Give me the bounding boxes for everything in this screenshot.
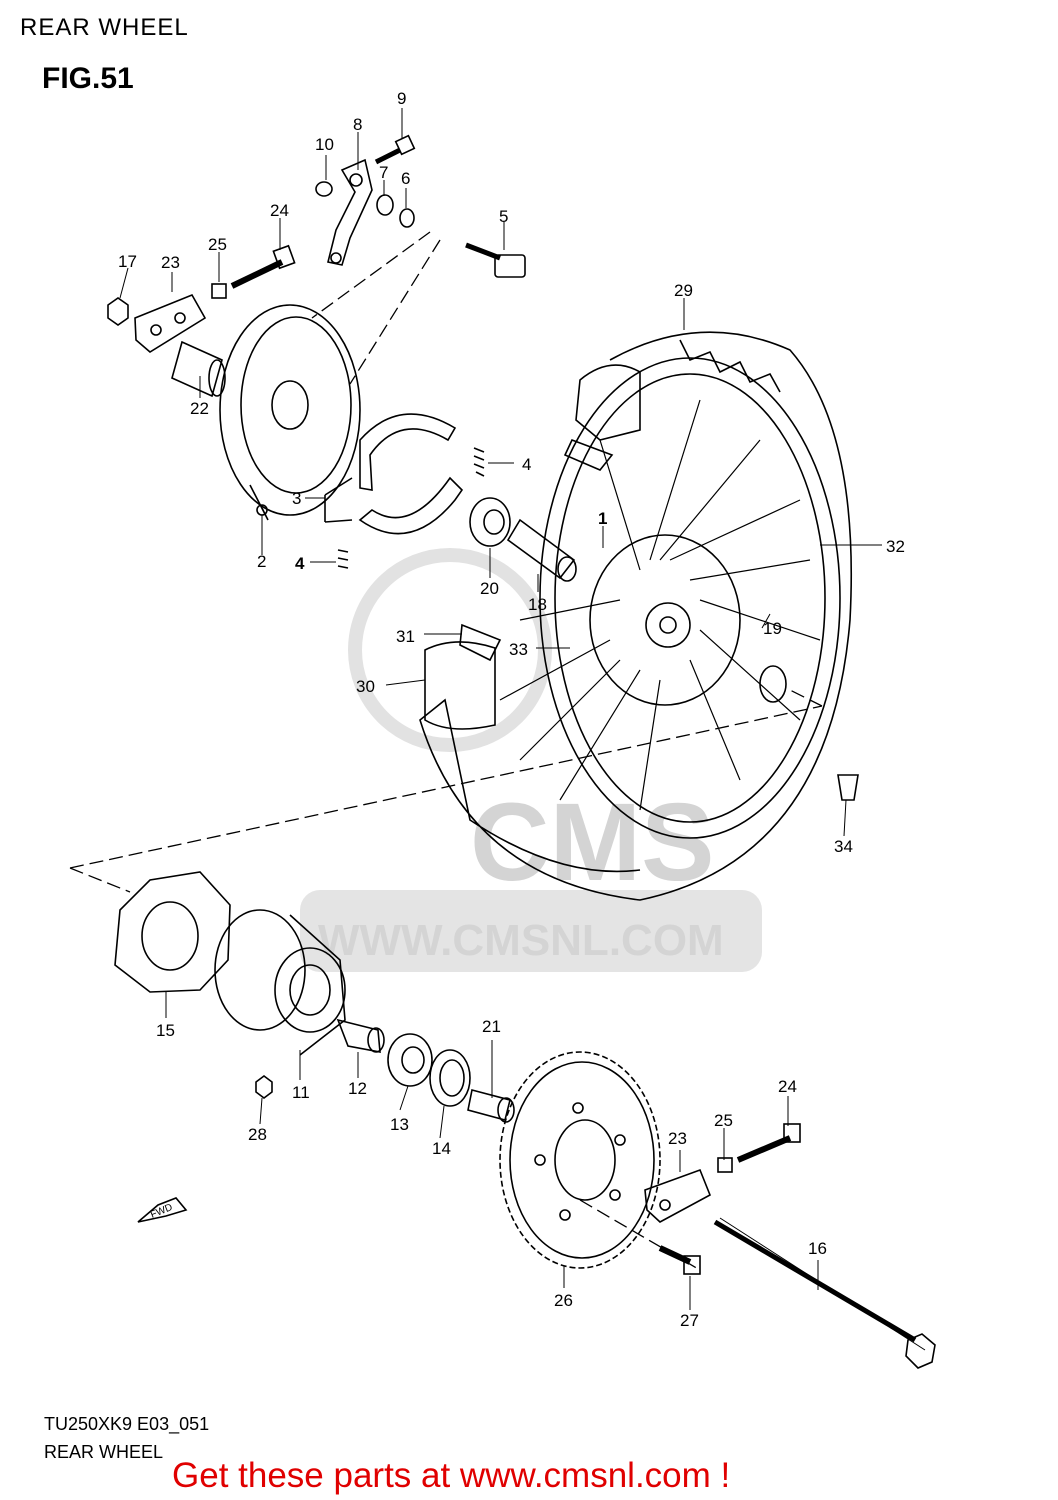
callout-31: 31 bbox=[396, 627, 415, 646]
assembly-lines bbox=[69, 231, 823, 1271]
callout-24b: 24 bbox=[778, 1077, 797, 1096]
adjuster-nut bbox=[717, 1157, 733, 1173]
callout-4a: 4 bbox=[522, 455, 531, 474]
rear-sprocket bbox=[499, 1051, 661, 1269]
torque-nut bbox=[107, 297, 129, 326]
callout-21: 21 bbox=[482, 1017, 501, 1036]
rim-protector bbox=[424, 623, 502, 730]
spring-upper bbox=[473, 447, 485, 477]
spacer-sleeve bbox=[171, 340, 226, 398]
callout-30: 30 bbox=[356, 677, 375, 696]
wheel-damper bbox=[114, 871, 231, 993]
callout-18: 18 bbox=[528, 595, 547, 614]
callout-29: 29 bbox=[674, 281, 693, 300]
brake-shoes bbox=[324, 413, 464, 535]
callout-34: 34 bbox=[834, 837, 853, 856]
leader-lines bbox=[119, 108, 882, 1310]
nut bbox=[211, 283, 227, 299]
callout-23a: 23 bbox=[161, 253, 180, 272]
callout-17: 17 bbox=[118, 252, 137, 271]
wheel-rim bbox=[539, 357, 841, 839]
callout-labels: 1 2 3 4 4 5 6 7 8 9 10 11 12 13 14 15 16… bbox=[118, 89, 905, 1330]
model-code: TU250XK9 E03_051 bbox=[44, 1414, 210, 1434]
callout-12: 12 bbox=[348, 1079, 367, 1098]
footer-section-name: REAR WHEEL bbox=[44, 1442, 164, 1462]
hub-spacer bbox=[506, 518, 577, 582]
spring-lower bbox=[337, 549, 349, 569]
callout-23b: 23 bbox=[668, 1129, 687, 1148]
callout-1: 1 bbox=[598, 509, 607, 528]
forward-arrow-icon: FWD bbox=[137, 1197, 188, 1223]
svg-text:FWD: FWD bbox=[149, 1202, 174, 1221]
chain-adjuster bbox=[644, 1168, 712, 1223]
callout-20: 20 bbox=[480, 579, 499, 598]
wheel-spokes bbox=[499, 399, 821, 811]
callout-25a: 25 bbox=[208, 235, 227, 254]
figure-label: FIG.51 bbox=[42, 62, 134, 95]
callout-2: 2 bbox=[257, 552, 266, 571]
callout-28: 28 bbox=[248, 1125, 267, 1144]
rear-axle bbox=[713, 1217, 936, 1369]
callout-19: 19 bbox=[763, 619, 782, 638]
lever-bolt bbox=[374, 134, 416, 165]
sprocket-bolt bbox=[658, 1245, 701, 1275]
callout-14: 14 bbox=[432, 1139, 451, 1158]
callout-24a: 24 bbox=[270, 201, 289, 220]
washer bbox=[376, 194, 394, 216]
brake-cam-lever bbox=[327, 158, 373, 266]
drum-nut bbox=[255, 1075, 273, 1099]
callout-33: 33 bbox=[509, 640, 528, 659]
tire bbox=[419, 331, 853, 901]
drum-spacer bbox=[467, 1089, 515, 1123]
promo-link[interactable]: Get these parts at www.cmsnl.com ! bbox=[172, 1456, 731, 1495]
callout-13: 13 bbox=[390, 1115, 409, 1134]
torque-bolt bbox=[230, 244, 296, 289]
section-title: REAR WHEEL bbox=[20, 14, 189, 41]
callout-3: 3 bbox=[292, 489, 301, 508]
rim-band bbox=[563, 364, 641, 471]
watermark-logo: CMS bbox=[470, 781, 714, 904]
drum-bearing bbox=[387, 1033, 433, 1087]
brake-panel bbox=[219, 304, 361, 521]
bearing bbox=[469, 497, 511, 547]
callout-4b: 4 bbox=[295, 554, 305, 573]
wear-indicator bbox=[465, 242, 526, 278]
drum-collar bbox=[336, 1018, 385, 1053]
callout-16: 16 bbox=[808, 1239, 827, 1258]
oil-seal bbox=[429, 1049, 471, 1107]
valve-cap bbox=[837, 774, 859, 801]
watermark-url: WWW.CMSNL.COM bbox=[318, 916, 724, 965]
callout-15: 15 bbox=[156, 1021, 175, 1040]
lever-nut bbox=[315, 181, 333, 197]
callout-9: 9 bbox=[397, 89, 406, 108]
callout-7: 7 bbox=[379, 163, 388, 182]
callout-8: 8 bbox=[353, 115, 362, 134]
callout-6: 6 bbox=[401, 169, 410, 188]
adjuster-bolt bbox=[736, 1123, 801, 1163]
sprocket-drum bbox=[214, 909, 346, 1056]
callout-11: 11 bbox=[292, 1083, 310, 1102]
torque-link bbox=[134, 293, 207, 353]
callout-25b: 25 bbox=[714, 1111, 733, 1130]
callout-27: 27 bbox=[680, 1311, 699, 1330]
callout-10: 10 bbox=[315, 135, 334, 154]
callout-26: 26 bbox=[554, 1291, 573, 1310]
o-ring bbox=[399, 208, 415, 228]
watermark: CMS WWW.CMSNL.COM bbox=[300, 548, 762, 972]
callout-22: 22 bbox=[190, 399, 209, 418]
callout-32: 32 bbox=[886, 537, 905, 556]
seal bbox=[759, 665, 787, 703]
callout-5: 5 bbox=[499, 207, 508, 226]
